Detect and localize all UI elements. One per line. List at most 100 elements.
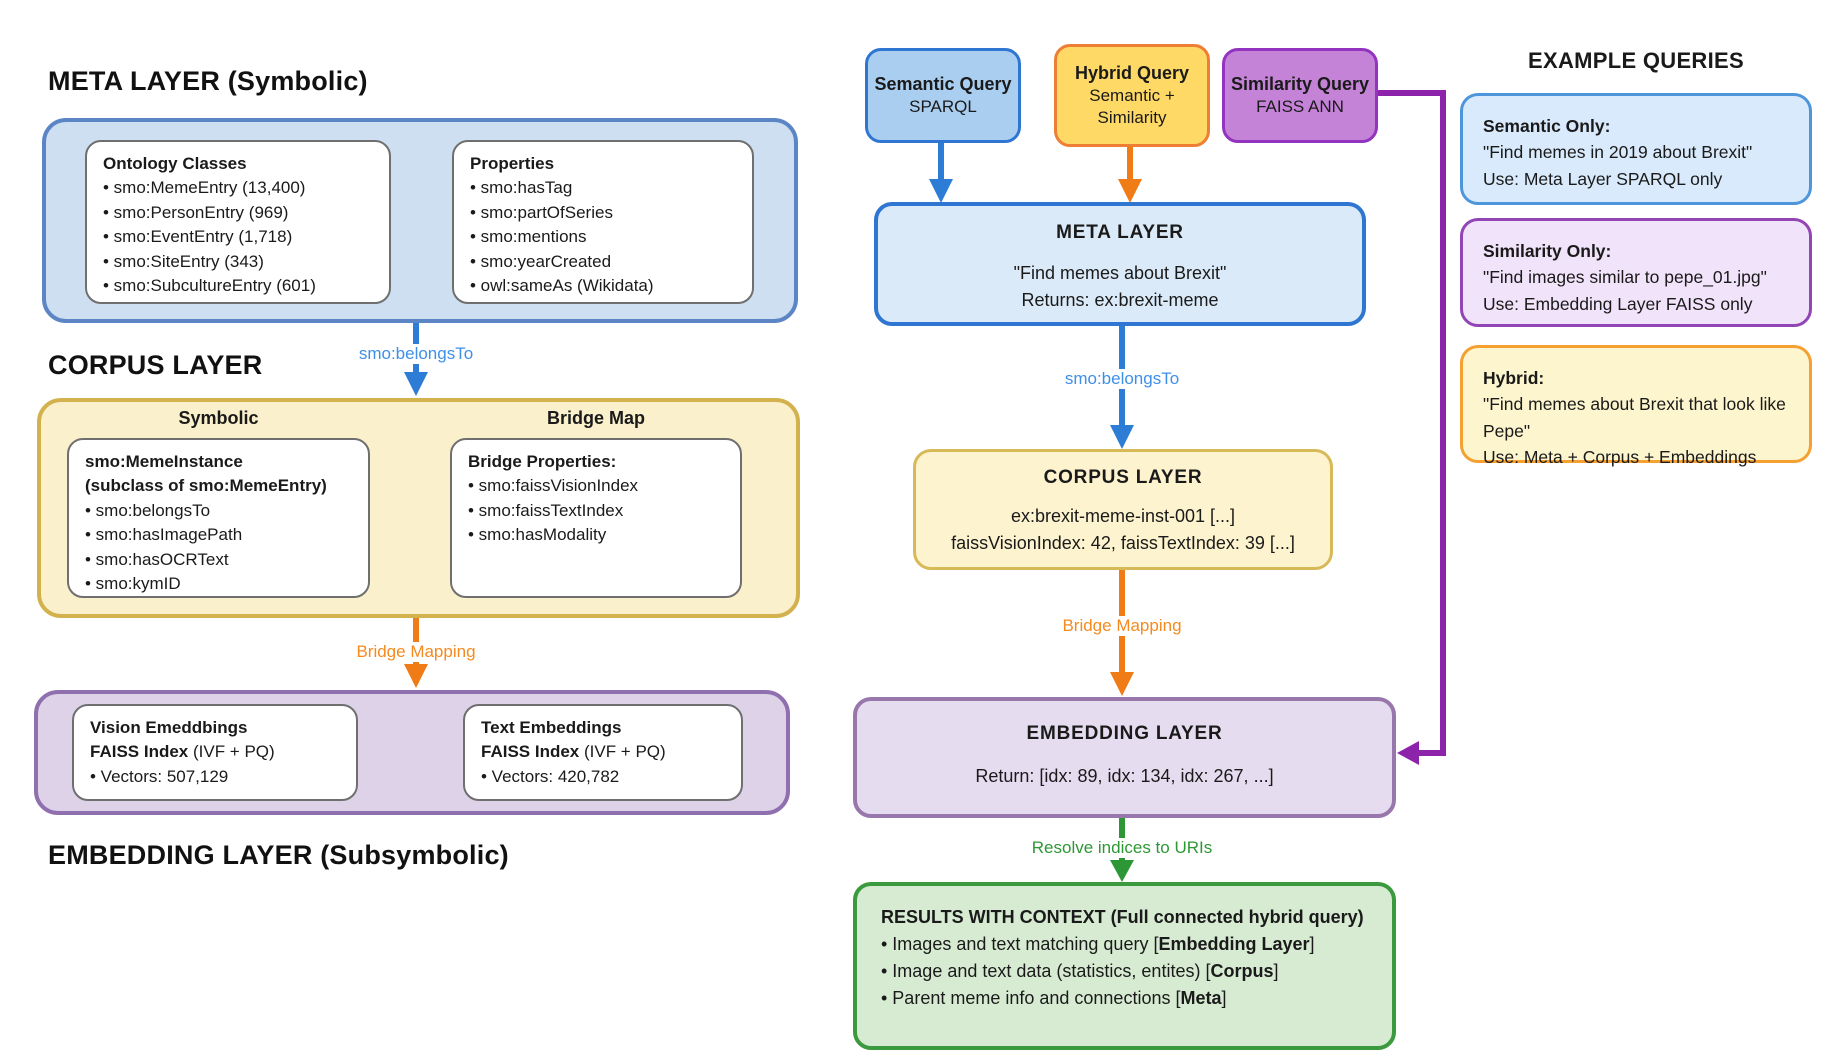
corpus-node-line2: faissVisionIndex: 42, faissTextIndex: 39… (951, 533, 1295, 553)
results-bullet-close: ] (1309, 934, 1315, 954)
results-bullet-close: ] (1221, 988, 1227, 1008)
corpus-layer-node: CORPUS LAYER ex:brexit-meme-inst-001 [..… (913, 449, 1333, 570)
similarity-bypass-arrow-vertical (1440, 90, 1446, 756)
example-similarity-query: "Find images similar to pepe_01.jpg" (1483, 267, 1767, 288)
semantic-query-title: Semantic Query (874, 73, 1012, 94)
corpus-node-title: CORPUS LAYER (1043, 467, 1203, 488)
similarity-query-box: Similarity Query FAISS ANN (1222, 48, 1378, 143)
meta-layer-node: META LAYER "Find memes about Brexit" Ret… (874, 202, 1366, 326)
text-embeddings-title: Text Embeddings (481, 718, 622, 737)
example-semantic-card: Semantic Only: "Find memes in 2019 about… (1460, 93, 1812, 205)
example-semantic-title: Semantic Only: (1483, 116, 1611, 136)
results-bullet-text: • Image and text data (statistics, entit… (881, 961, 1211, 981)
hybrid-to-meta-arrowhead-icon (1118, 179, 1142, 203)
meme-instance-title: smo:MemeInstance (85, 452, 243, 471)
corpus-node-line1: ex:brexit-meme-inst-001 [...] (1010, 506, 1236, 526)
semantic-query-subtitle: SPARQL (909, 97, 977, 117)
corpus-layer-title: CORPUS LAYER (48, 350, 263, 380)
ontology-item: • smo:SiteEntry (343) (103, 251, 264, 271)
hybrid-query-title: Hybrid Query (1074, 62, 1190, 83)
property-item: • smo:mentions (470, 227, 587, 247)
example-similarity-card: Similarity Only: "Find images similar to… (1460, 218, 1812, 327)
text-vectors-count: • Vectors: 420,782 (481, 766, 620, 786)
resolve-label: Resolve indices to URIs (1020, 838, 1224, 858)
bridge-property-item: • smo:faissTextIndex (468, 500, 624, 520)
meta-node-line1: "Find memes about Brexit" (1013, 263, 1227, 283)
example-similarity-use: Use: Embedding Layer FAISS only (1483, 293, 1753, 314)
results-bullet-text: • Parent meme info and connections [ (881, 988, 1181, 1008)
bridge-arrowhead-left-icon (404, 664, 428, 688)
results-title: RESULTS WITH CONTEXT (Full connected hyb… (881, 907, 1364, 927)
results-bullet-close: ] (1273, 961, 1279, 981)
property-item: • smo:yearCreated (470, 251, 612, 271)
hybrid-query-subtitle: Semantic + (1089, 86, 1175, 106)
bridge-label-left: Bridge Mapping (342, 642, 490, 662)
results-bullet: • Image and text data (statistics, entit… (881, 958, 1368, 985)
vision-embeddings-box: Vision Emeddbings FAISS Index (IVF + PQ)… (72, 704, 358, 801)
hybrid-query-box: Hybrid Query Semantic + Similarity (1054, 44, 1210, 147)
vision-embeddings-title: Vision Emeddbings (90, 718, 248, 737)
bridge-label-mid: Bridge Mapping (1048, 616, 1196, 636)
belongs-arrowhead-left-icon (404, 372, 428, 396)
ontology-item: • smo:MemeEntry (13,400) (103, 178, 306, 198)
results-bullet-bold: Embedding Layer (1158, 934, 1310, 954)
results-bullet-bold: Corpus (1210, 961, 1274, 981)
embedding-layer-title: EMBEDDING LAYER (Subsymbolic) (48, 840, 509, 870)
semantic-query-box: Semantic Query SPARQL (865, 48, 1021, 143)
belongs-label-mid: smo:belongsTo (1046, 369, 1198, 389)
property-item: • smo:hasTag (470, 178, 573, 198)
faiss-index-label: FAISS Index (90, 742, 189, 762)
similarity-bypass-arrowhead-icon (1397, 741, 1419, 765)
similarity-query-subtitle: FAISS ANN (1256, 97, 1344, 117)
example-hybrid-use: Use: Meta + Corpus + Embeddings (1483, 446, 1757, 467)
meme-instance-item: • smo:hasImagePath (85, 525, 243, 545)
vision-vectors-count: • Vectors: 507,129 (90, 766, 229, 786)
faiss-index-detail: (IVF + PQ) (579, 742, 666, 762)
belongs-arrowhead-mid-icon (1110, 425, 1134, 449)
semantic-to-meta-arrowhead-icon (929, 179, 953, 203)
meme-instance-box: smo:MemeInstance (subclass of smo:MemeEn… (67, 438, 370, 598)
bridge-properties-title: Bridge Properties: (468, 452, 617, 471)
example-hybrid-title: Hybrid: (1483, 368, 1545, 388)
similarity-bypass-arrow-top (1378, 90, 1446, 96)
properties-title: Properties (470, 154, 555, 173)
example-similarity-title: Similarity Only: (1483, 241, 1612, 261)
results-bullet-text: • Images and text matching query [ (881, 934, 1159, 954)
example-queries-heading: EXAMPLE QUERIES (1528, 48, 1744, 73)
example-semantic-use: Use: Meta Layer SPARQL only (1483, 168, 1723, 189)
bridge-map-header: Bridge Map (546, 408, 645, 428)
hybrid-query-subtitle2: Similarity (1097, 108, 1167, 128)
belongs-label-left: smo:belongsTo (338, 344, 494, 364)
text-embeddings-box: Text Embeddings FAISS Index (IVF + PQ) •… (463, 704, 743, 801)
resolve-arrowhead-icon (1110, 860, 1134, 882)
results-bullet-bold: Meta (1180, 988, 1222, 1008)
bridge-arrowhead-mid-icon (1110, 672, 1134, 696)
property-item: • owl:sameAs (Wikidata) (470, 276, 654, 296)
meme-instance-item: • smo:belongsTo (85, 500, 211, 520)
embedding-layer-node: EMBEDDING LAYER Return: [idx: 89, idx: 1… (853, 697, 1396, 818)
bridge-property-item: • smo:hasModality (468, 525, 607, 545)
meme-instance-subtitle: (subclass of smo:MemeEntry) (85, 476, 327, 496)
example-hybrid-card: Hybrid: "Find memes about Brexit that lo… (1460, 345, 1812, 467)
hybrid-to-meta-arrow (1127, 147, 1133, 181)
embedding-node-title: EMBEDDING LAYER (1026, 723, 1223, 744)
meta-layer-container: Ontology Classes • smo:MemeEntry (13,400… (42, 118, 798, 323)
results-bullet: • Images and text matching query [Embedd… (881, 931, 1368, 958)
faiss-index-label: FAISS Index (481, 742, 580, 762)
ontology-item: • smo:SubcultureEntry (601) (103, 276, 316, 296)
results-bullet: • Parent meme info and connections [Meta… (881, 985, 1368, 1012)
symbolic-header: Symbolic (178, 408, 259, 428)
example-semantic-query: "Find memes in 2019 about Brexit" (1483, 142, 1753, 163)
bridge-property-item: • smo:faissVisionIndex (468, 476, 639, 496)
properties-box: Properties • smo:hasTag • smo:partOfSeri… (452, 140, 754, 304)
similarity-bypass-arrow-bottom (1416, 750, 1446, 756)
ontology-classes-title: Ontology Classes (103, 154, 247, 173)
property-item: • smo:partOfSeries (470, 202, 613, 222)
embedding-node-line1: Return: [idx: 89, idx: 134, idx: 267, ..… (975, 766, 1274, 786)
meta-node-line2: Returns: ex:brexit-meme (1021, 290, 1219, 310)
meme-instance-item: • smo:hasOCRText (85, 549, 229, 569)
ontology-classes-box: Ontology Classes • smo:MemeEntry (13,400… (85, 140, 391, 304)
results-box: RESULTS WITH CONTEXT (Full connected hyb… (853, 882, 1396, 1050)
bridge-properties-box: Bridge Properties: • smo:faissVisionInde… (450, 438, 742, 598)
